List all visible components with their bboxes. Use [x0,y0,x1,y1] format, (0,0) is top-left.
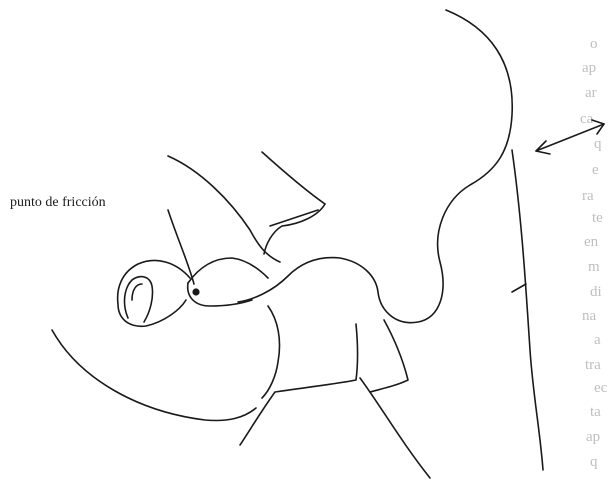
inner-leg-line [360,378,430,478]
svg-text:te: te [592,210,603,226]
labia-inner [125,277,153,322]
svg-text:di: di [590,284,602,300]
middle-fold [262,306,280,398]
svg-text:o: o [590,36,598,52]
svg-text:q: q [594,136,602,152]
svg-text:tra: tra [585,357,601,373]
svg-text:ca: ca [580,111,594,127]
labia-outer [118,260,190,326]
svg-text:na: na [582,308,597,324]
svg-text:ra: ra [582,188,594,204]
svg-text:ec: ec [594,380,608,396]
lower-body-outline [52,330,256,421]
back-outline [512,150,543,470]
bleed-through-text: o ap ar ca q e ra te en m di na a tra ec… [580,36,608,470]
hip-stroke [512,284,526,292]
svg-text:en: en [584,234,599,250]
friction-point-label: punto de fricción [10,195,106,210]
svg-text:a: a [594,332,601,348]
svg-text:ar: ar [585,85,597,101]
finger-upper [168,156,280,262]
svg-text:e: e [592,162,599,178]
touching-finger [188,258,268,283]
finger-top [262,152,325,204]
labia-fold [132,284,142,300]
thigh-outline [370,320,408,392]
lower-leg-left [240,324,358,445]
svg-text:ap: ap [582,60,596,76]
label-leader-line [168,210,194,284]
svg-text:ta: ta [590,404,601,420]
svg-text:ap: ap [586,429,600,445]
svg-text:q: q [590,454,598,470]
svg-text:m: m [588,259,600,275]
friction-point-dot [192,288,199,295]
